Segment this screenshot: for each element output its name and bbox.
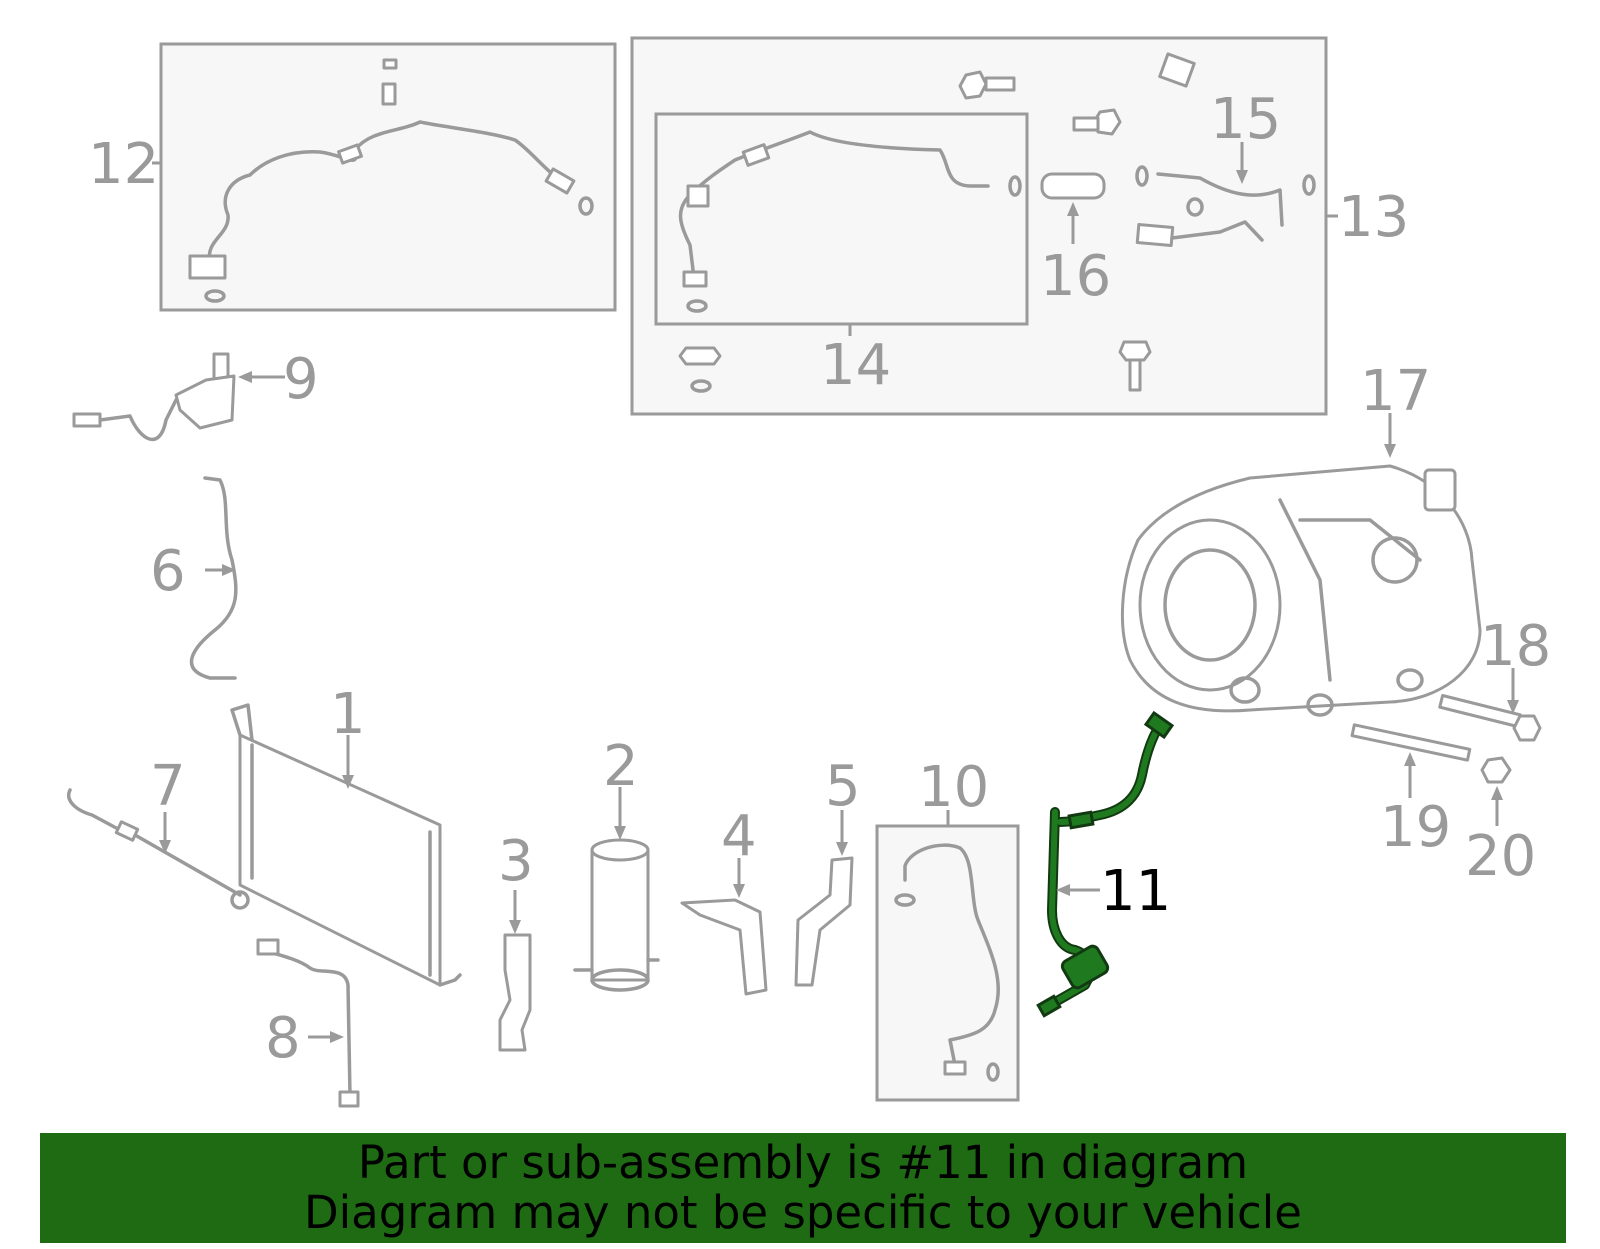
callout-3: 3 xyxy=(498,829,534,894)
receiver-drier-part-2 xyxy=(573,838,660,992)
hardware-part-13 xyxy=(678,52,1316,393)
hose-part-14 xyxy=(678,130,1022,313)
nut-part-20 xyxy=(1480,756,1512,784)
bracket-part-4 xyxy=(680,898,768,996)
callout-19: 19 xyxy=(1380,795,1451,860)
group-box-10 xyxy=(875,824,1020,1102)
pipe-part-7 xyxy=(67,788,250,910)
callout-10: 10 xyxy=(918,755,989,820)
callout-7: 7 xyxy=(150,754,186,819)
hose-part-11-highlighted xyxy=(1036,710,1175,1018)
callout-20: 20 xyxy=(1465,824,1536,889)
callout-13: 13 xyxy=(1338,185,1409,250)
callout-2: 2 xyxy=(603,734,639,799)
leader-lines xyxy=(152,142,1519,1043)
bolt-part-18 xyxy=(1438,694,1542,742)
callout-4: 4 xyxy=(721,804,757,869)
callout-8: 8 xyxy=(265,1006,301,1071)
callout-18: 18 xyxy=(1480,614,1551,679)
callout-1: 1 xyxy=(330,682,366,747)
hose-part-10 xyxy=(894,843,1000,1082)
bushing-part-16 xyxy=(1040,172,1106,200)
bracket-part-5 xyxy=(794,856,854,987)
callout-15: 15 xyxy=(1210,87,1281,152)
callout-17: 17 xyxy=(1360,359,1431,424)
callout-11: 11 xyxy=(1100,859,1171,924)
callout-9: 9 xyxy=(283,347,319,412)
banner-line-disclaimer: Diagram may not be specific to your vehi… xyxy=(304,1186,1302,1239)
callout-6: 6 xyxy=(150,539,186,604)
sensor-part-9 xyxy=(72,352,236,442)
group-box-14 xyxy=(654,112,1029,326)
condenser-part-1 xyxy=(230,703,462,987)
callout-14: 14 xyxy=(820,333,891,398)
pipe-part-8 xyxy=(256,938,360,1108)
callout-16: 16 xyxy=(1040,244,1111,309)
stud-part-19 xyxy=(1350,723,1472,762)
bracket-part-3 xyxy=(498,933,532,1052)
hose-part-12 xyxy=(188,58,594,303)
part-notice-banner: Part or sub-assembly is #11 in diagram D… xyxy=(40,1133,1566,1243)
callout-5: 5 xyxy=(825,754,861,819)
compressor-part-17 xyxy=(1120,464,1482,717)
callout-12: 12 xyxy=(88,132,159,197)
pipe-part-6 xyxy=(189,476,238,680)
banner-line-part-number: Part or sub-assembly is #11 in diagram xyxy=(357,1136,1249,1189)
